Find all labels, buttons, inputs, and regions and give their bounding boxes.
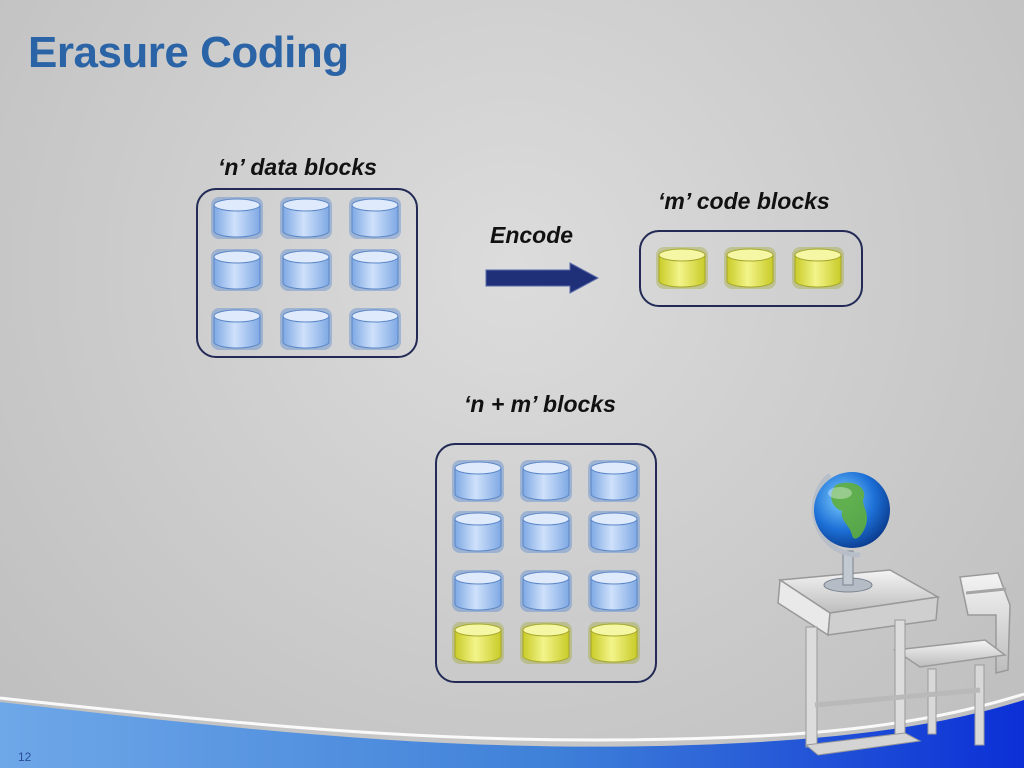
data-blocks-caption: ‘n’ data blocks [218, 154, 377, 180]
data-block [587, 459, 641, 503]
code-block [655, 246, 709, 290]
data-block [519, 459, 573, 503]
page-number: 12 [18, 750, 32, 764]
encode-label: Encode [490, 222, 574, 248]
data-block [451, 569, 505, 613]
code-block [791, 246, 845, 290]
data-block [210, 248, 264, 292]
code-block [451, 621, 505, 665]
data-block [451, 459, 505, 503]
data-block [451, 510, 505, 554]
code-blocks-caption: ‘m’ code blocks [658, 188, 830, 214]
data-block [210, 307, 264, 351]
data-block [279, 248, 333, 292]
code-block [519, 621, 573, 665]
data-blocks-group [196, 188, 418, 358]
code-blocks-group [639, 230, 863, 307]
combined-blocks-group [435, 443, 657, 683]
data-block [348, 196, 402, 240]
slide-title: Erasure Coding [28, 28, 349, 77]
data-block [519, 569, 573, 613]
code-block [587, 621, 641, 665]
data-block [279, 196, 333, 240]
data-block [279, 307, 333, 351]
data-block [587, 569, 641, 613]
data-block [348, 307, 402, 351]
school-desk-icon [777, 472, 1011, 756]
data-block [348, 248, 402, 292]
data-block [210, 196, 264, 240]
data-block [587, 510, 641, 554]
code-block [723, 246, 777, 290]
right-arrow-icon [485, 262, 600, 294]
data-block [519, 510, 573, 554]
combined-blocks-caption: ‘n + m’ blocks [464, 391, 616, 417]
